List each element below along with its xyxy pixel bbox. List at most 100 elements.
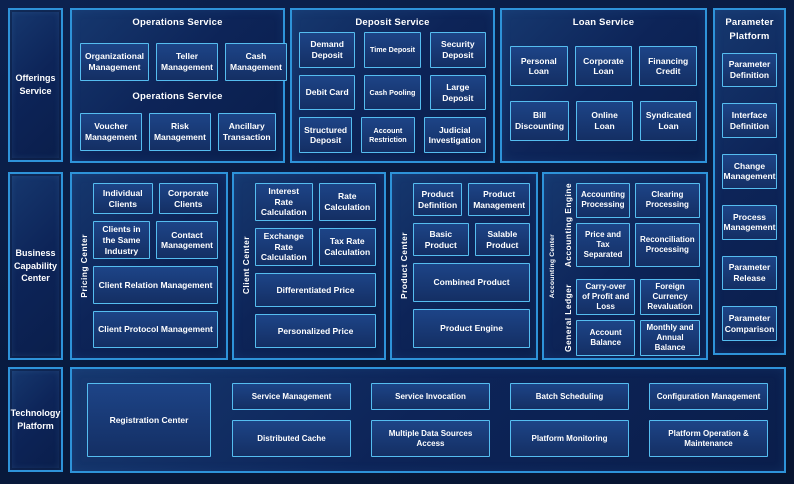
box-corporate-clients: Corporate Clients [158, 183, 218, 215]
client-row-1: Interest Rate Calculation Rate Calculati… [255, 183, 376, 221]
box-judicial-investigation: Judicial Investigation [423, 117, 486, 154]
accounting-center-side-label: Accounting Center [546, 183, 559, 349]
deposit-rows: Demand Deposit Time Deposit Security Dep… [292, 32, 493, 161]
client-center-side-text: Client Center [240, 236, 251, 295]
deposit-row-2: Debit Card Cash Pooling Large Deposit [299, 74, 486, 111]
box-change-management: Change Management [722, 154, 777, 189]
general-ledger-text: General Ledger [562, 283, 573, 352]
box-large-deposit: Large Deposit [429, 74, 486, 111]
box-ancillary-transaction: Ancillary Transaction [217, 112, 276, 151]
parameter-platform-title: Parameter Platform [725, 17, 774, 43]
box-parameter-release: Parameter Release [722, 255, 777, 291]
box-clients-in-the-same-industry: Clients in the Same Industry [93, 221, 151, 260]
box-configuration-management: Configuration Management [649, 383, 768, 410]
offerings-service-label: Offerings Service [8, 8, 63, 162]
accounting-engine-group: Accounting Engine Accounting Processing … [559, 183, 700, 268]
box-monthly-and-annual-balance: Monthly and Annual Balance [640, 320, 700, 357]
box-product-engine: Product Engine [413, 309, 531, 348]
client-center-content: Interest Rate Calculation Rate Calculati… [255, 183, 376, 348]
pricing-row-2: Clients in the Same Industry Contact Man… [93, 221, 218, 260]
box-demand-deposit: Demand Deposit [299, 32, 356, 68]
box-product-definition: Product Definition [413, 183, 463, 216]
box-batch-scheduling: Batch Scheduling [510, 383, 629, 410]
box-account-balance: Account Balance [576, 320, 636, 357]
product-center-side-label: Product Center [394, 183, 413, 348]
parameter-platform-panel: Parameter Platform Parameter Definition … [713, 8, 786, 355]
pricing-row-1: Individual Clients Corporate Clients [93, 183, 218, 215]
box-personal-loan: Personal Loan [510, 46, 568, 87]
box-financing-credit: Financing Credit [639, 46, 697, 87]
operations-service-title: Operations Service [132, 17, 223, 28]
box-carry-over-of-profit-and-loss: Carry-over of Profit and Loss [576, 279, 636, 316]
accounting-groups: Accounting Engine Accounting Processing … [559, 183, 700, 357]
box-basic-product: Basic Product [413, 223, 469, 256]
box-process-management: Process Management [722, 204, 777, 240]
technology-grid: Service Management Service Invocation Ba… [232, 383, 768, 457]
deposit-service-panel: Deposit Service Demand Deposit Time Depo… [290, 8, 495, 163]
client-center-panel: Client Center Interest Rate Calculation … [232, 172, 386, 360]
box-reconciliation-processing: Reconciliation Processing [635, 222, 700, 268]
pricing-center-side-text: Pricing Center [78, 233, 89, 298]
business-capability-center-label: Business Capability Center [8, 172, 63, 360]
client-row-2: Exchange Rate Calculation Tax Rate Calcu… [255, 227, 376, 266]
box-cash-management: Cash Management [225, 42, 287, 81]
parameter-items: Parameter Definition Interface Definitio… [715, 47, 784, 354]
box-parameter-definition: Parameter Definition [722, 52, 777, 88]
operations-service-panel: Operations Service Organizational Manage… [70, 8, 287, 163]
box-voucher-management: Voucher Management [80, 112, 142, 151]
pricing-center-panel: Pricing Center Individual Clients Corpor… [70, 172, 228, 360]
accounting-engine-text: Accounting Engine [562, 183, 573, 268]
loan-row-2: Bill Discounting Online Loan Syndicated … [510, 100, 697, 141]
technology-platform-panel: Registration Center Service Management S… [70, 367, 786, 473]
accounting-center-side-text: Accounting Center [549, 233, 556, 299]
box-individual-clients: Individual Clients [93, 183, 153, 215]
box-clearing-processing: Clearing Processing [635, 183, 700, 218]
box-platform-monitoring: Platform Monitoring [510, 420, 629, 457]
box-interest-rate-calculation: Interest Rate Calculation [255, 183, 313, 221]
operations-service-subtitle: Operations Service [132, 91, 223, 103]
product-center-content: Product Definition Product Management Ba… [413, 183, 531, 348]
box-multiple-data-sources-access: Multiple Data Sources Access [371, 420, 490, 457]
business-capability-center-text: Business Capability Center [14, 248, 58, 284]
box-combined-product: Combined Product [413, 263, 531, 302]
product-row-2: Basic Product Salable Product [413, 223, 531, 256]
box-tax-rate-calculation: Tax Rate Calculation [318, 227, 376, 266]
box-account-restriction: Account Restriction [361, 117, 415, 154]
operations-row-2: Voucher Management Risk Management Ancil… [72, 112, 283, 151]
deposit-service-title: Deposit Service [355, 17, 430, 28]
box-debit-card: Debit Card [299, 74, 356, 111]
loan-service-title: Loan Service [572, 17, 635, 28]
box-organizational-management: Organizational Management [80, 42, 150, 81]
box-corporate-loan: Corporate Loan [574, 46, 633, 87]
box-foreign-currency-revaluation: Foreign Currency Revaluation [640, 279, 700, 316]
box-online-loan: Online Loan [576, 100, 634, 141]
box-personalized-price: Personalized Price [255, 313, 376, 348]
product-center-side-text: Product Center [398, 232, 409, 299]
box-time-deposit: Time Deposit [364, 32, 421, 68]
product-row-1: Product Definition Product Management [413, 183, 531, 216]
box-registration-center: Registration Center [87, 383, 211, 457]
technology-platform-text: Technology Platform [10, 407, 61, 431]
box-differentiated-price: Differentiated Price [255, 272, 376, 307]
box-platform-operation-maintenance: Platform Operation & Maintenance [649, 420, 768, 457]
box-client-relation-management: Client Relation Management [93, 266, 218, 304]
box-structured-deposit: Structured Deposit [299, 117, 353, 154]
box-product-management: Product Management [468, 183, 531, 216]
pricing-center-content: Individual Clients Corporate Clients Cli… [93, 183, 218, 348]
operations-row-1: Organizational Management Teller Managem… [72, 42, 287, 81]
box-service-invocation: Service Invocation [371, 383, 490, 410]
box-syndicated-loan: Syndicated Loan [640, 100, 697, 141]
loan-service-panel: Loan Service Personal Loan Corporate Loa… [500, 8, 707, 163]
box-cash-pooling: Cash Pooling [364, 74, 421, 111]
box-distributed-cache: Distributed Cache [232, 420, 351, 457]
deposit-row-1: Demand Deposit Time Deposit Security Dep… [299, 32, 486, 68]
loan-row-1: Personal Loan Corporate Loan Financing C… [510, 46, 697, 87]
client-center-side-label: Client Center [236, 183, 255, 348]
pricing-center-side-label: Pricing Center [74, 183, 93, 348]
box-salable-product: Salable Product [474, 223, 531, 256]
box-bill-discounting: Bill Discounting [510, 100, 570, 141]
loan-rows: Personal Loan Corporate Loan Financing C… [502, 32, 705, 161]
accounting-engine-boxes: Accounting Processing Clearing Processin… [576, 183, 700, 268]
deposit-row-3: Structured Deposit Account Restriction J… [299, 117, 486, 154]
